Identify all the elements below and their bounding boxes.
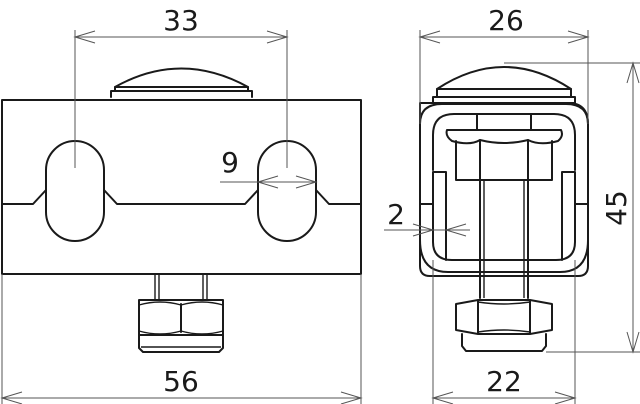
- dome-screw-head: [436, 66, 572, 90]
- channel-middle: [103, 189, 259, 205]
- inner-nut-flange: [445, 129, 563, 145]
- front-dimensions: 33 9 56: [0, 4, 363, 404]
- cable-slot-right: [257, 140, 317, 242]
- arrow-down-icon: [626, 331, 640, 354]
- screw-base: [436, 88, 572, 98]
- dim-base-width: 22: [486, 365, 522, 398]
- dim-slot-spacing: 33: [163, 4, 199, 37]
- dim-overall-width: 56: [163, 365, 199, 398]
- dim-slot-width: 9: [221, 146, 239, 179]
- channel-left: [1, 189, 47, 205]
- dome-screw-head: [114, 67, 249, 88]
- arrow-left-icon: [444, 223, 467, 237]
- clamp-block: [1, 99, 362, 275]
- cable-slot-left: [45, 140, 105, 242]
- inner-bracket-upper: [432, 113, 576, 171]
- tab-left: [419, 171, 447, 261]
- arrow-left-icon: [418, 30, 441, 44]
- side-dimensions: 26 2 22 45: [384, 4, 640, 404]
- arrow-right-icon: [340, 391, 363, 404]
- arrow-right-icon: [554, 391, 577, 404]
- tab-right: [561, 171, 589, 261]
- dim-wall-thickness: 2: [387, 198, 405, 231]
- nut-washer: [461, 333, 547, 352]
- arrow-right-icon: [412, 223, 435, 237]
- screw-washer: [432, 96, 576, 104]
- hex-nut: [455, 299, 553, 335]
- nut-washer: [138, 334, 224, 353]
- channel-right: [315, 189, 362, 205]
- arrow-right-icon: [567, 30, 590, 44]
- arrow-left-icon: [256, 175, 279, 189]
- screw-base: [114, 86, 249, 92]
- arrow-left-icon: [431, 391, 454, 404]
- dim-side-width: 26: [488, 4, 524, 37]
- arrow-right-icon: [266, 30, 289, 44]
- screw-washer: [110, 90, 253, 98]
- front-view: [1, 67, 362, 353]
- arrow-right-icon: [295, 175, 318, 189]
- inner-bracket-lower: [432, 179, 576, 261]
- arrow-up-icon: [626, 61, 640, 84]
- inner-nut: [455, 140, 553, 181]
- arrow-left-icon: [0, 391, 23, 404]
- arrow-left-icon: [73, 30, 96, 44]
- dim-overall-height: 45: [600, 190, 633, 226]
- side-view: [419, 66, 589, 352]
